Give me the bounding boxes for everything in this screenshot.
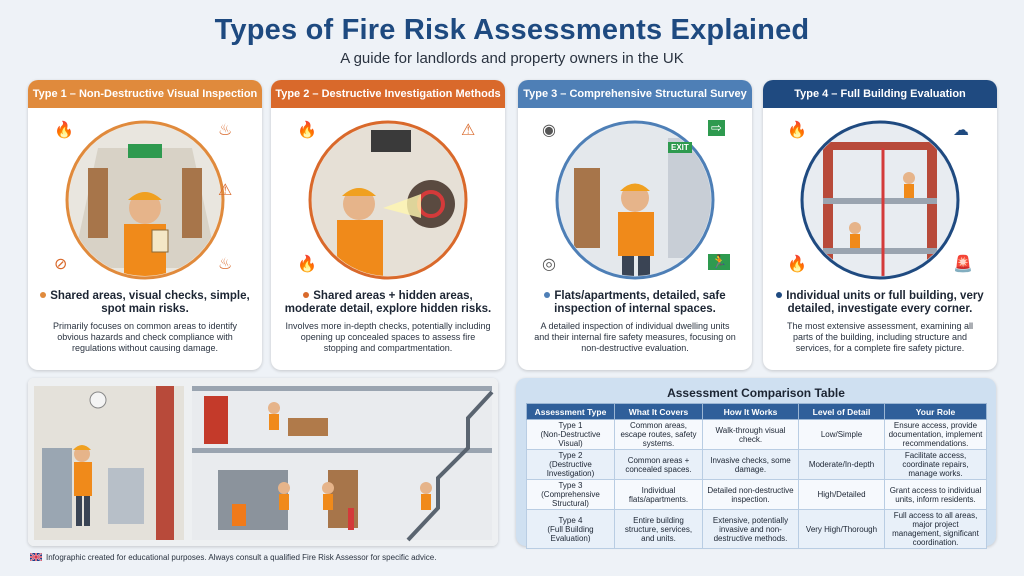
card-header: Type 3 – Comprehensive Structural Survey (518, 80, 752, 108)
table-title: Assessment Comparison Table (667, 386, 845, 400)
exit-sign-icon: ⇨ (708, 120, 725, 136)
table-row: Type 1 (Non-Destructive Visual) Common a… (526, 419, 987, 450)
card-bullet: Flats/apartments, detailed, safe inspect… (518, 286, 752, 316)
table-cell: Ensure access, provide documentation, im… (884, 419, 987, 450)
card-type-3: Type 3 – Comprehensive Structural Survey… (518, 80, 752, 370)
table-cell: Type 4 (Full Building Evaluation) (526, 509, 615, 549)
table-cell: Facilitate access, coordinate repairs, m… (884, 449, 987, 480)
card-header: Type 1 – Non-Destructive Visual Inspecti… (28, 80, 262, 108)
table-cell: Type 3 (Comprehensive Structural) (526, 479, 615, 510)
card-illustration: 🔥 ⚠ 🔥 (271, 108, 505, 286)
card-illustration: 🔥 ♨ ⚠ ⊘ ♨ (28, 108, 262, 286)
flame-icon: 🔥 (297, 256, 317, 273)
uk-flag-icon (30, 552, 42, 561)
table-cell: Individual flats/apartments. (614, 479, 703, 510)
table-cell: Moderate/In-depth (798, 449, 885, 480)
card-bullet: Shared areas, visual checks, simple, spo… (28, 286, 262, 316)
table-cell: Invasive checks, some damage. (702, 449, 799, 480)
table-header-cell: What It Covers (614, 403, 703, 420)
card-description: A detailed inspection of individual dwel… (534, 321, 736, 353)
table-cell: Low/Simple (798, 419, 885, 450)
table-cell: Detailed non-destructive inspection. (702, 479, 799, 510)
card-type-2: Type 2 – Destructive Investigation Metho… (271, 80, 505, 370)
table-row: Type 4 (Full Building Evaluation) Entire… (526, 509, 987, 549)
card-header: Type 2 – Destructive Investigation Metho… (271, 80, 505, 108)
building-scene-illustration (28, 378, 498, 546)
card-illustration: 🔥 ☁ 🔥 🚨 (763, 108, 997, 286)
flame-icon: 🔥 (787, 256, 807, 273)
footer-note: Infographic created for educational purp… (30, 552, 437, 562)
table-cell: Type 2 (Destructive Investigation) (526, 449, 615, 480)
heat-icon: ♨ (218, 256, 233, 273)
card-illustration: EXIT ◉ ⇨ ◎ 🏃 (518, 108, 752, 286)
table-cell: High/Detailed (798, 479, 885, 510)
table-header-cell: Assessment Type (526, 403, 615, 420)
card-bullet: Individual units or full building, very … (763, 286, 997, 316)
siren-icon: 🚨 (953, 256, 973, 273)
card-type-1: Type 1 – Non-Destructive Visual Inspecti… (28, 80, 262, 370)
table-cell: Common areas + concealed spaces. (614, 449, 703, 480)
alarm-icon: ◎ (542, 256, 556, 273)
table-header-cell: How It Works (702, 403, 799, 420)
table-cell: Extensive, potentially invasive and non-… (702, 509, 799, 549)
table-header-cell: Level of Detail (798, 403, 885, 420)
card-description: Involves more in-depth checks, potential… (285, 321, 491, 353)
table-cell: Very High/Thorough (798, 509, 885, 549)
fire-icon: 🔥 (297, 122, 317, 139)
card-description: The most extensive assessment, examining… (786, 321, 974, 353)
comparison-table: Assessment Type What It Covers How It Wo… (526, 403, 987, 549)
table-row: Type 2 (Destructive Investigation) Commo… (526, 449, 987, 480)
table-header-cell: Your Role (884, 403, 987, 420)
fire-icon: 🔥 (787, 122, 807, 139)
running-exit-icon: 🏃 (708, 254, 731, 270)
smoke-detector-icon: ◉ (542, 122, 556, 139)
table-cell: Grant access to individual units, inform… (884, 479, 987, 510)
storm-icon: ☁ (953, 122, 969, 139)
fire-icon: 🔥 (54, 122, 74, 139)
card-description: Primarily focuses on common areas to ide… (52, 321, 238, 353)
comparison-table-panel: Assessment Comparison Table Assessment T… (516, 378, 996, 549)
no-fire-icon: ⊘ (54, 256, 68, 273)
alarm-sound-icon: ♨ (218, 122, 233, 139)
card-bullet: Shared areas + hidden areas, moderate de… (284, 290, 492, 315)
footer-text: Infographic created for educational purp… (46, 553, 437, 562)
table-cell: Full access to all areas, major project … (884, 509, 987, 549)
page-title: Types of Fire Risk Assessments Explained (214, 14, 810, 46)
card-header: Type 4 – Full Building Evaluation (763, 80, 997, 108)
table-cell: Type 1 (Non-Destructive Visual) (526, 419, 615, 450)
warning-icon: ⚠ (461, 122, 476, 139)
table-cell: Entire building structure, services, and… (614, 509, 703, 549)
exit-sign-text: EXIT (668, 142, 692, 153)
warning-icon: ⚠ (218, 182, 233, 199)
table-row: Type 3 (Comprehensive Structural) Indivi… (526, 479, 987, 510)
card-type-4: Type 4 – Full Building Evaluation 🔥 ☁ 🔥 … (763, 80, 997, 370)
table-cell: Walk-through visual check. (702, 419, 799, 450)
page-subtitle: A guide for landlords and property owner… (340, 50, 684, 67)
table-header-row: Assessment Type What It Covers How It Wo… (526, 403, 987, 420)
table-cell: Common areas, escape routes, safety syst… (614, 419, 703, 450)
